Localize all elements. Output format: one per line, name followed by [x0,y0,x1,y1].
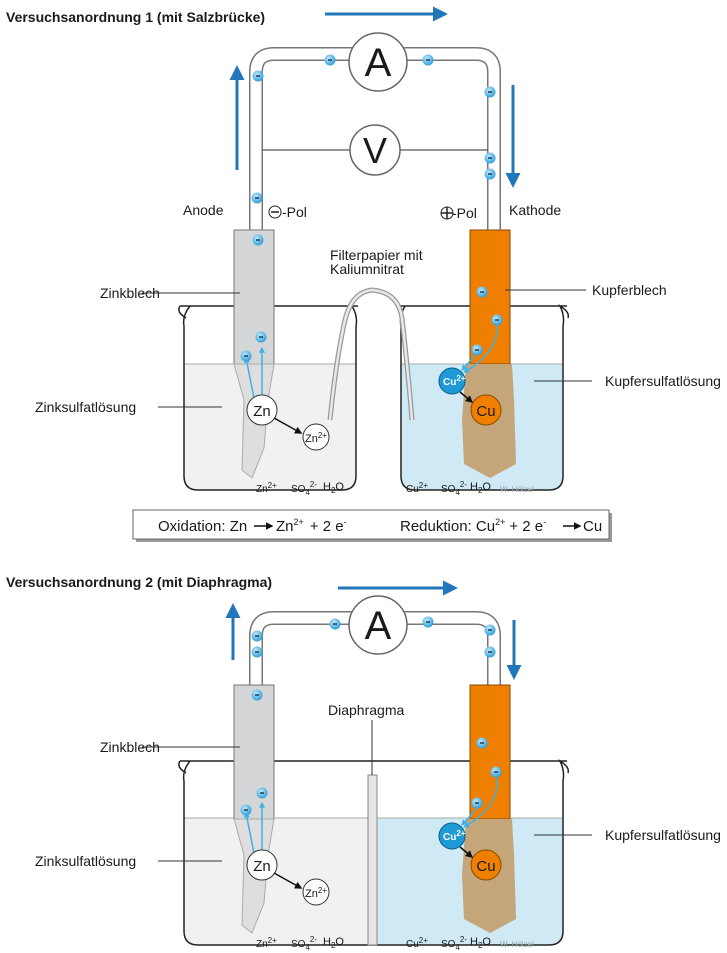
svg-text:Cu2+: Cu2+ [406,481,428,495]
electron-icon [484,646,496,658]
svg-text:Cu: Cu [476,403,495,420]
voltmeter: V [349,124,401,176]
electrons [240,54,503,816]
copper-electrode-2 [462,684,516,933]
copper-solution-label-2: Kupfersulfatlösung [605,827,721,843]
ammeter-2: A [348,595,408,655]
svg-text:Cu: Cu [583,518,602,535]
svg-text:Zn2+: Zn2+ [256,481,277,495]
zinc-solution-species: Zn2+ SO42- H2O [256,480,344,497]
electron-icon [476,737,488,749]
electron-icon [251,630,263,642]
electron-icon [240,350,252,362]
zn2-ion [302,423,330,451]
copper-electrode [462,229,516,478]
svg-text:Zn2++ 2 e-: Zn2++ 2 e- [276,517,347,535]
electron-icon [240,804,252,816]
ion-reactions: Zn Zn2+ Cu2+ Cu [243,321,502,451]
electron-icon [251,192,263,204]
electron-icon [484,86,496,98]
anode-label: Anode [183,202,224,218]
electron-icon [324,54,336,66]
svg-text:H2O: H2O [323,936,344,950]
zn-atom [246,394,278,426]
zinc-sheet-label-2: Zinkblech [100,739,160,755]
filter-paper-label-2: Kaliumnitrat [330,261,404,277]
oxidation-equation: Oxidation: Zn [158,518,247,535]
svg-text:Cu2+: Cu2+ [406,936,428,950]
electron-icon [471,344,483,356]
electron-icon [422,54,434,66]
svg-text:Zn2+: Zn2+ [256,936,277,950]
filter-paper-label-1: Filterpapier mit [330,247,423,263]
setup2-title: Versuchsanordnung 2 (mit Diaphragma) [6,574,272,590]
electron-icon [471,797,483,809]
electron-icon [484,624,496,636]
electron-icon [484,152,496,164]
copper-solution-species: Cu2+ SO42- H2O [406,480,491,497]
ion-reactions-2: Zn Zn2+ Cu2+ Cu Zn2+ SO42- H2O Cu2+ SO42… [243,776,534,952]
copper-solution-label: Kupfersulfatlösung [605,373,721,389]
author-credit: W. Hölzel [500,485,534,494]
electron-icon [484,168,496,180]
electron-icon [490,766,502,778]
electron-icon [476,286,488,298]
svg-text:Cu: Cu [476,858,495,875]
reduction-equation: Reduktion: Cu2++ 2 e- [400,517,546,535]
svg-text:H2O: H2O [470,481,491,495]
ammeter: A [348,32,408,92]
electron-icon [329,618,341,630]
zinc-electrode-2 [233,684,275,934]
svg-text:SO42-: SO42- [291,935,317,952]
diaphragm [367,774,378,946]
electron-icon [255,331,267,343]
svg-text:H2O: H2O [323,481,344,495]
svg-text:Zn: Zn [253,403,271,420]
zinc-sheet-label: Zinkblech [100,285,160,301]
electron-icon [252,70,264,82]
svg-text:A: A [365,604,392,648]
copper-sheet-label: Kupferblech [592,282,667,298]
svg-text:SO42-: SO42- [441,935,467,952]
cu-atom [470,394,502,426]
svg-text:Zn2+: Zn2+ [305,431,327,445]
diaphragm-label: Diaphragma [328,702,404,718]
setup1-title: Versuchsanordnung 1 (mit Salzbrücke) [6,9,265,25]
plus-pole-label: -Pol [452,205,477,221]
zinc-solution-label: Zinksulfatlösung [35,399,136,415]
plus-pole-icon [440,206,454,220]
electron-icon [251,646,263,658]
cu2-ion [438,367,466,395]
minus-pole-label: -Pol [282,204,307,220]
zinc-solution-label-2: Zinksulfatlösung [35,853,136,869]
svg-text:Zn2+: Zn2+ [305,886,327,900]
cathode-label: Kathode [509,202,561,218]
electron-icon [491,314,503,326]
svg-text:A: A [365,41,392,85]
svg-text:Cu2+: Cu2+ [443,374,466,388]
electron-icon [256,787,268,799]
zinc-beaker [178,305,358,491]
electron-icon [251,689,263,701]
svg-text:Cu2+: Cu2+ [443,829,466,843]
svg-text:Zn: Zn [253,858,271,875]
zinc-electrode [233,229,275,479]
svg-text:W. Hölzel: W. Hölzel [500,940,534,949]
svg-text:SO42-: SO42- [441,480,467,497]
equation-box: Oxidation: Zn Zn2++ 2 e- Reduktion: Cu2+… [132,509,612,542]
svg-text:V: V [363,130,387,171]
minus-pole-icon [268,205,282,219]
electron-icon [252,234,264,246]
electron-icon [422,616,434,628]
svg-text:SO42-: SO42- [291,480,317,497]
svg-text:H2O: H2O [470,936,491,950]
